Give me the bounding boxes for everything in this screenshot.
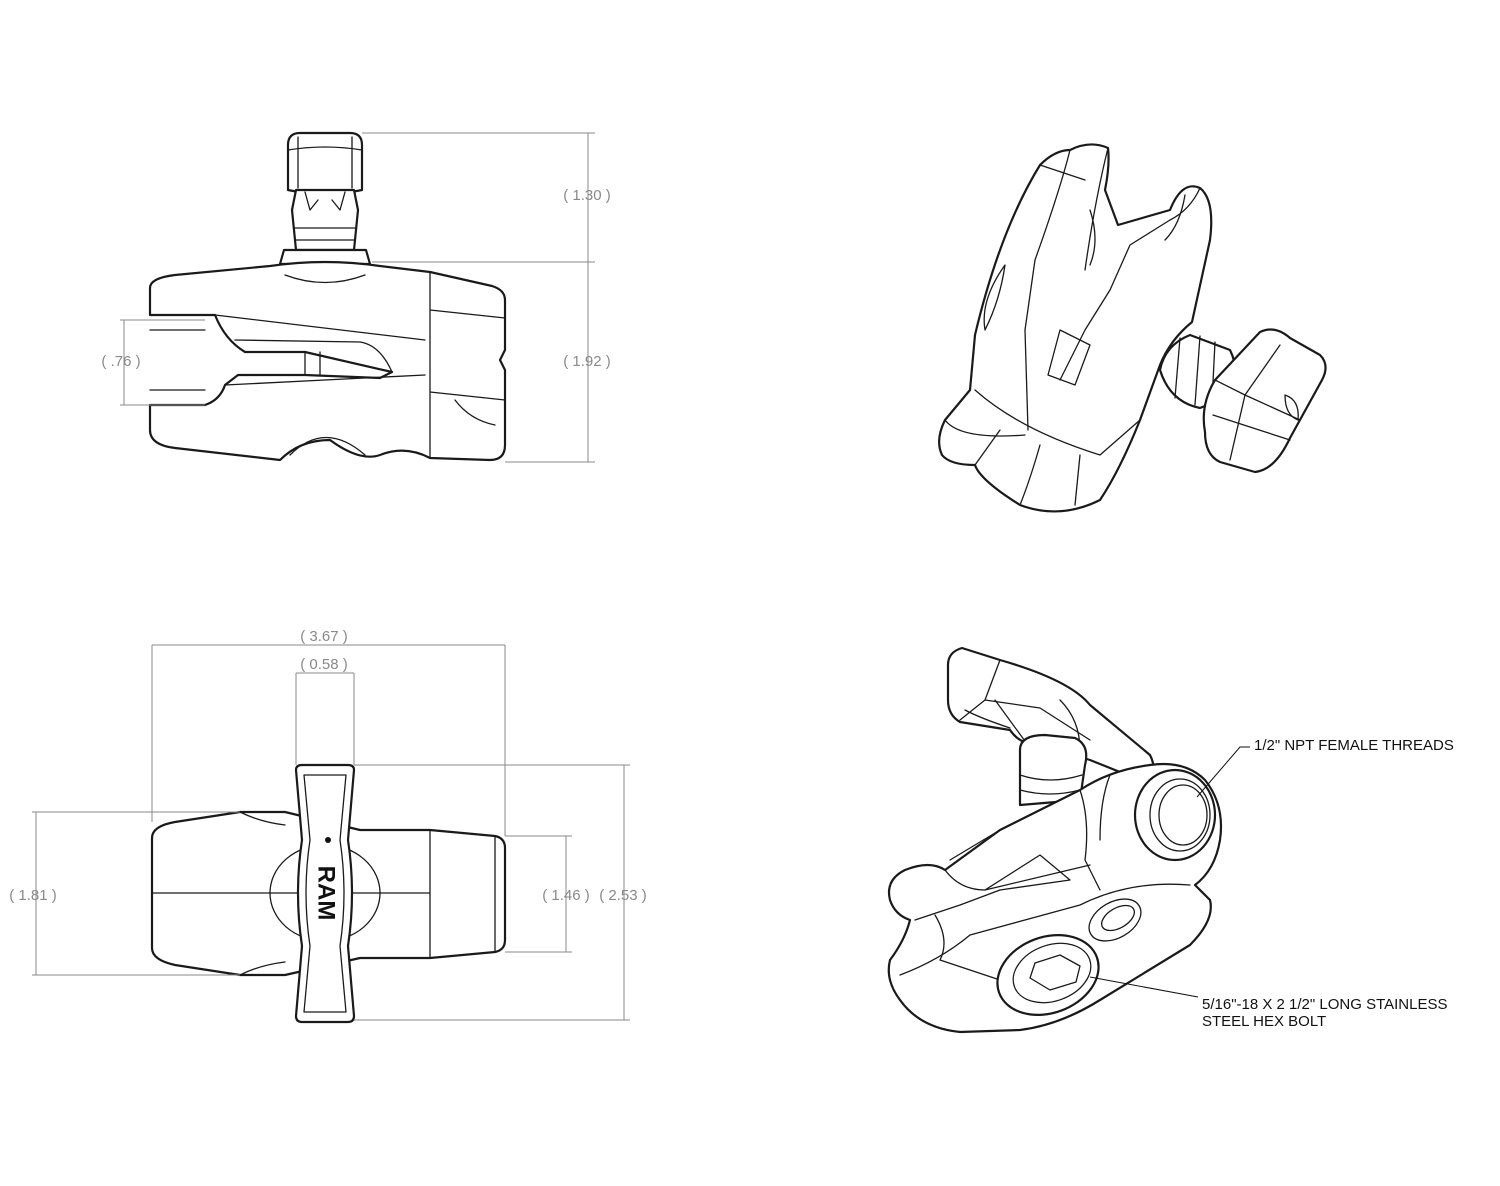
dim-body-width: ( 1.81 ) [9,887,57,904]
hex-bolt-head [996,934,1100,1016]
side-view-knob [286,131,364,196]
dim-end-width: ( 1.46 ) [542,887,590,904]
top-view: RAM ( 3.67 ) ( 0.58 ) ( 1.81 ) ( 1.46 ) … [9,628,647,1024]
side-view: ( 1.30 ) ( 1.92 ) ( .76 ) [101,131,611,463]
ram-logo-text: RAM [313,866,340,921]
dim-overall-length: ( 3.67 ) [300,628,348,645]
callout-bolt-line1: 5/16"-18 X 2 1/2" LONG STAINLESS [1202,996,1448,1013]
iso-view-upper [938,143,1327,513]
iso-view-lower [887,646,1250,1034]
top-view-knob[interactable] [294,763,356,1024]
npt-port [1133,768,1217,862]
dim-knob-length: ( 2.53 ) [599,887,647,904]
callout-bolt-line2: STEEL HEX BOLT [1202,1013,1326,1030]
dim-socket-gap: ( .76 ) [101,353,140,370]
callout-npt-threads: 1/2" NPT FEMALE THREADS [1254,737,1454,754]
dim-knob-width: ( 0.58 ) [300,656,348,673]
iso-upper-body [938,143,1213,513]
logo-dot [325,837,331,843]
dim-body-height: ( 1.92 ) [563,353,611,370]
dim-top-knob-height: ( 1.30 ) [563,187,611,204]
side-view-body [148,260,507,462]
